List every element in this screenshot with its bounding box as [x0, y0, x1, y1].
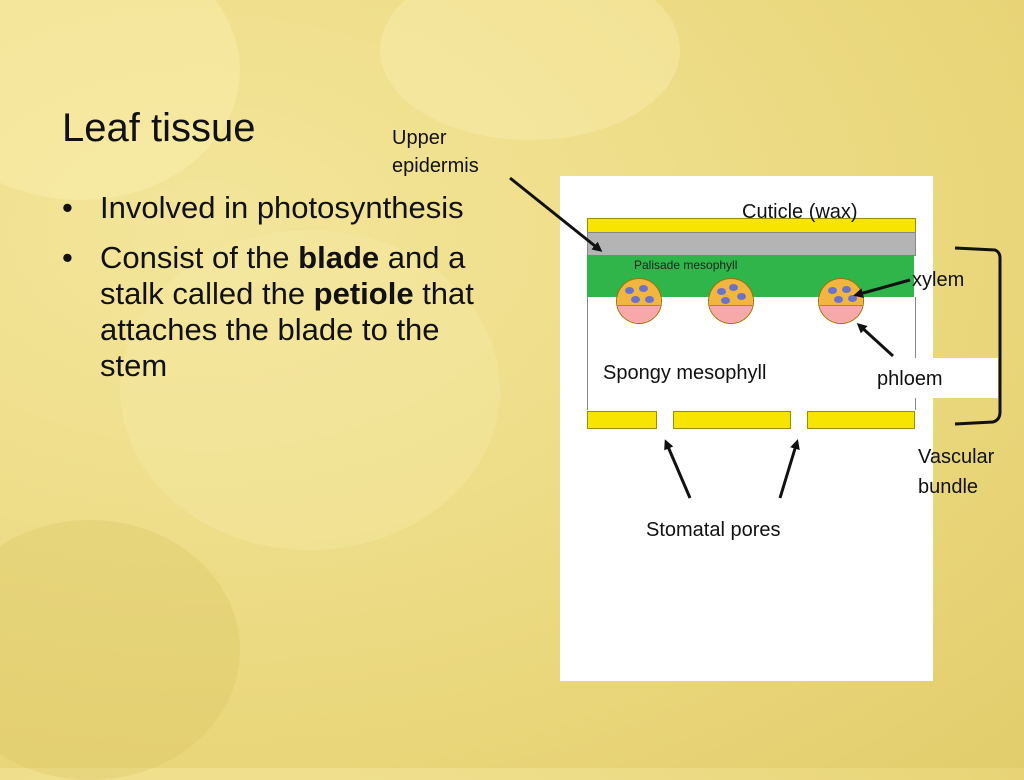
upper-epidermis-layer — [587, 232, 916, 256]
chloroplast-dot — [639, 285, 648, 292]
chloroplast-dot — [737, 293, 746, 300]
slide-title: Leaf tissue — [62, 106, 256, 150]
chloroplast-dot — [828, 287, 837, 294]
chloroplast-dot — [842, 286, 851, 293]
background-petal — [0, 520, 240, 780]
background-petal — [380, 0, 680, 140]
vascular-bundle-cell — [818, 278, 864, 324]
vascular-bundle-cell — [616, 278, 662, 324]
chloroplast-dot — [625, 287, 634, 294]
lower-epidermis-segment — [587, 411, 657, 429]
chloroplast-dot — [848, 295, 857, 302]
chloroplast-dot — [721, 297, 730, 304]
stomatal-pores-label: Stomatal pores — [646, 519, 781, 541]
bold-term-petiole: petiole — [313, 276, 414, 311]
bullet-text: Involved in photosynthesis — [100, 190, 464, 225]
chloroplast-dot — [834, 296, 843, 303]
palisade-label: Palisade mesophyll — [634, 258, 738, 272]
bullet-text: and a stalk called the — [100, 240, 466, 311]
lower-epidermis-segment — [807, 411, 915, 429]
chloroplast-dot — [645, 296, 654, 303]
chloroplast-dot — [631, 296, 640, 303]
upper-epidermis-label: Upper epidermis — [392, 127, 479, 177]
bullet-text: Consist of the — [100, 240, 299, 275]
phloem-label: phloem — [877, 368, 943, 390]
vascular-bundle-label: Vascular bundle — [918, 446, 995, 498]
chloroplast-dot — [729, 284, 738, 291]
background-petal — [0, 0, 240, 200]
cuticle-label: Cuticle (wax) — [742, 201, 858, 223]
chloroplast-dot — [717, 288, 726, 295]
bold-term-blade: blade — [298, 240, 380, 275]
spongy-mesophyll-label: Spongy mesophyll — [603, 362, 767, 384]
bullet-list: Involved in photosynthesis Consist of th… — [62, 190, 502, 398]
vascular-bundle-cell — [708, 278, 754, 324]
lower-epidermis-segment — [673, 411, 791, 429]
bullet-item: Involved in photosynthesis — [62, 190, 502, 226]
xylem-label: xylem — [912, 269, 965, 291]
bullet-text: that attaches the blade to the stem — [100, 276, 474, 383]
bullet-item: Consist of the blade and a stalk called … — [62, 240, 502, 384]
